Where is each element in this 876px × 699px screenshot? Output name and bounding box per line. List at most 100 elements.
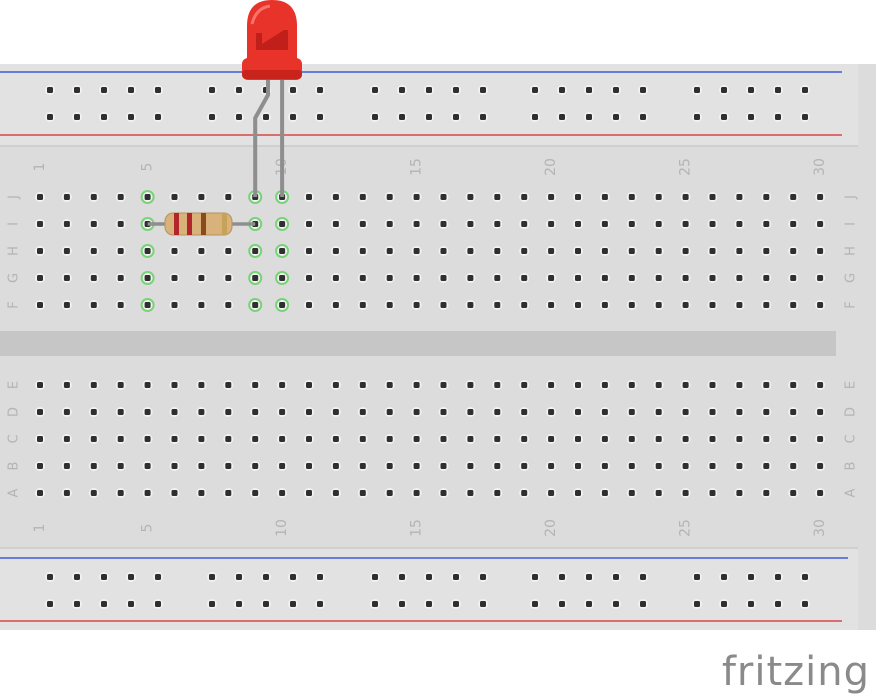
hole: [775, 601, 781, 607]
hole: [279, 382, 286, 388]
hole: [817, 194, 824, 200]
hole: [586, 574, 592, 580]
row-label: G: [7, 273, 22, 283]
hole: [47, 87, 53, 93]
hole: [171, 194, 178, 200]
resistor-band: [174, 213, 179, 235]
hole: [225, 382, 232, 388]
hole: [440, 248, 447, 254]
hole: [209, 601, 215, 607]
hole: [709, 302, 716, 308]
hole: [144, 248, 151, 254]
hole: [90, 302, 97, 308]
hole: [682, 490, 689, 496]
hole: [236, 601, 242, 607]
hole: [144, 409, 151, 415]
hole: [426, 574, 432, 580]
hole: [628, 221, 635, 227]
row-label: J: [7, 195, 22, 200]
hole: [628, 436, 635, 442]
hole: [155, 601, 161, 607]
hole: [171, 302, 178, 308]
hole: [601, 248, 608, 254]
hole: [575, 194, 581, 200]
hole: [817, 221, 824, 227]
hole: [171, 436, 178, 442]
hole: [548, 382, 555, 388]
resistor-band: [201, 213, 206, 235]
row-label: F: [844, 301, 859, 308]
hole: [613, 87, 619, 93]
hole: [413, 463, 420, 469]
hole: [198, 490, 205, 496]
hole: [440, 382, 447, 388]
hole: [236, 574, 242, 580]
hole: [128, 114, 134, 120]
hole: [775, 87, 781, 93]
hole: [763, 275, 770, 281]
row-label: C: [844, 434, 859, 443]
hole: [655, 302, 662, 308]
hole: [790, 194, 797, 200]
led-base-shade: [242, 70, 302, 79]
hole: [802, 87, 808, 93]
hole: [117, 382, 124, 388]
hole: [386, 275, 393, 281]
hole: [467, 409, 474, 415]
hole: [440, 409, 447, 415]
hole: [144, 436, 151, 442]
hole: [790, 436, 797, 442]
hole: [198, 194, 205, 200]
hole: [532, 601, 538, 607]
hole: [263, 574, 269, 580]
hole: [155, 114, 161, 120]
hole: [440, 275, 447, 281]
column-label: 1: [32, 163, 48, 172]
hole: [386, 490, 393, 496]
hole: [386, 302, 393, 308]
hole: [748, 601, 754, 607]
hole: [628, 275, 635, 281]
hole: [198, 436, 205, 442]
hole: [359, 248, 366, 254]
hole: [225, 302, 232, 308]
top-power-rail: [0, 64, 858, 146]
hole: [655, 248, 662, 254]
hole: [117, 221, 124, 227]
hole: [306, 436, 312, 442]
hole: [655, 382, 662, 388]
hole: [440, 194, 447, 200]
hole: [117, 490, 124, 496]
hole: [317, 574, 323, 580]
hole: [601, 194, 608, 200]
hole: [252, 436, 259, 442]
hole: [117, 436, 124, 442]
hole: [682, 382, 689, 388]
hole: [467, 275, 474, 281]
hole: [236, 114, 242, 120]
hole: [601, 490, 608, 496]
hole: [521, 463, 528, 469]
hole: [586, 601, 592, 607]
hole: [736, 490, 743, 496]
hole: [144, 463, 151, 469]
hole: [63, 194, 70, 200]
row-label: E: [7, 381, 22, 389]
hole: [144, 302, 151, 308]
hole: [575, 490, 581, 496]
hole: [225, 248, 232, 254]
hole: [763, 463, 770, 469]
hole: [279, 490, 286, 496]
hole: [628, 302, 635, 308]
hole: [790, 490, 797, 496]
hole: [480, 574, 486, 580]
hole: [171, 275, 178, 281]
hole: [37, 409, 43, 415]
hole: [640, 574, 646, 580]
hole: [521, 194, 528, 200]
hole: [559, 114, 565, 120]
hole: [63, 436, 70, 442]
hole: [802, 114, 808, 120]
hole: [413, 248, 420, 254]
